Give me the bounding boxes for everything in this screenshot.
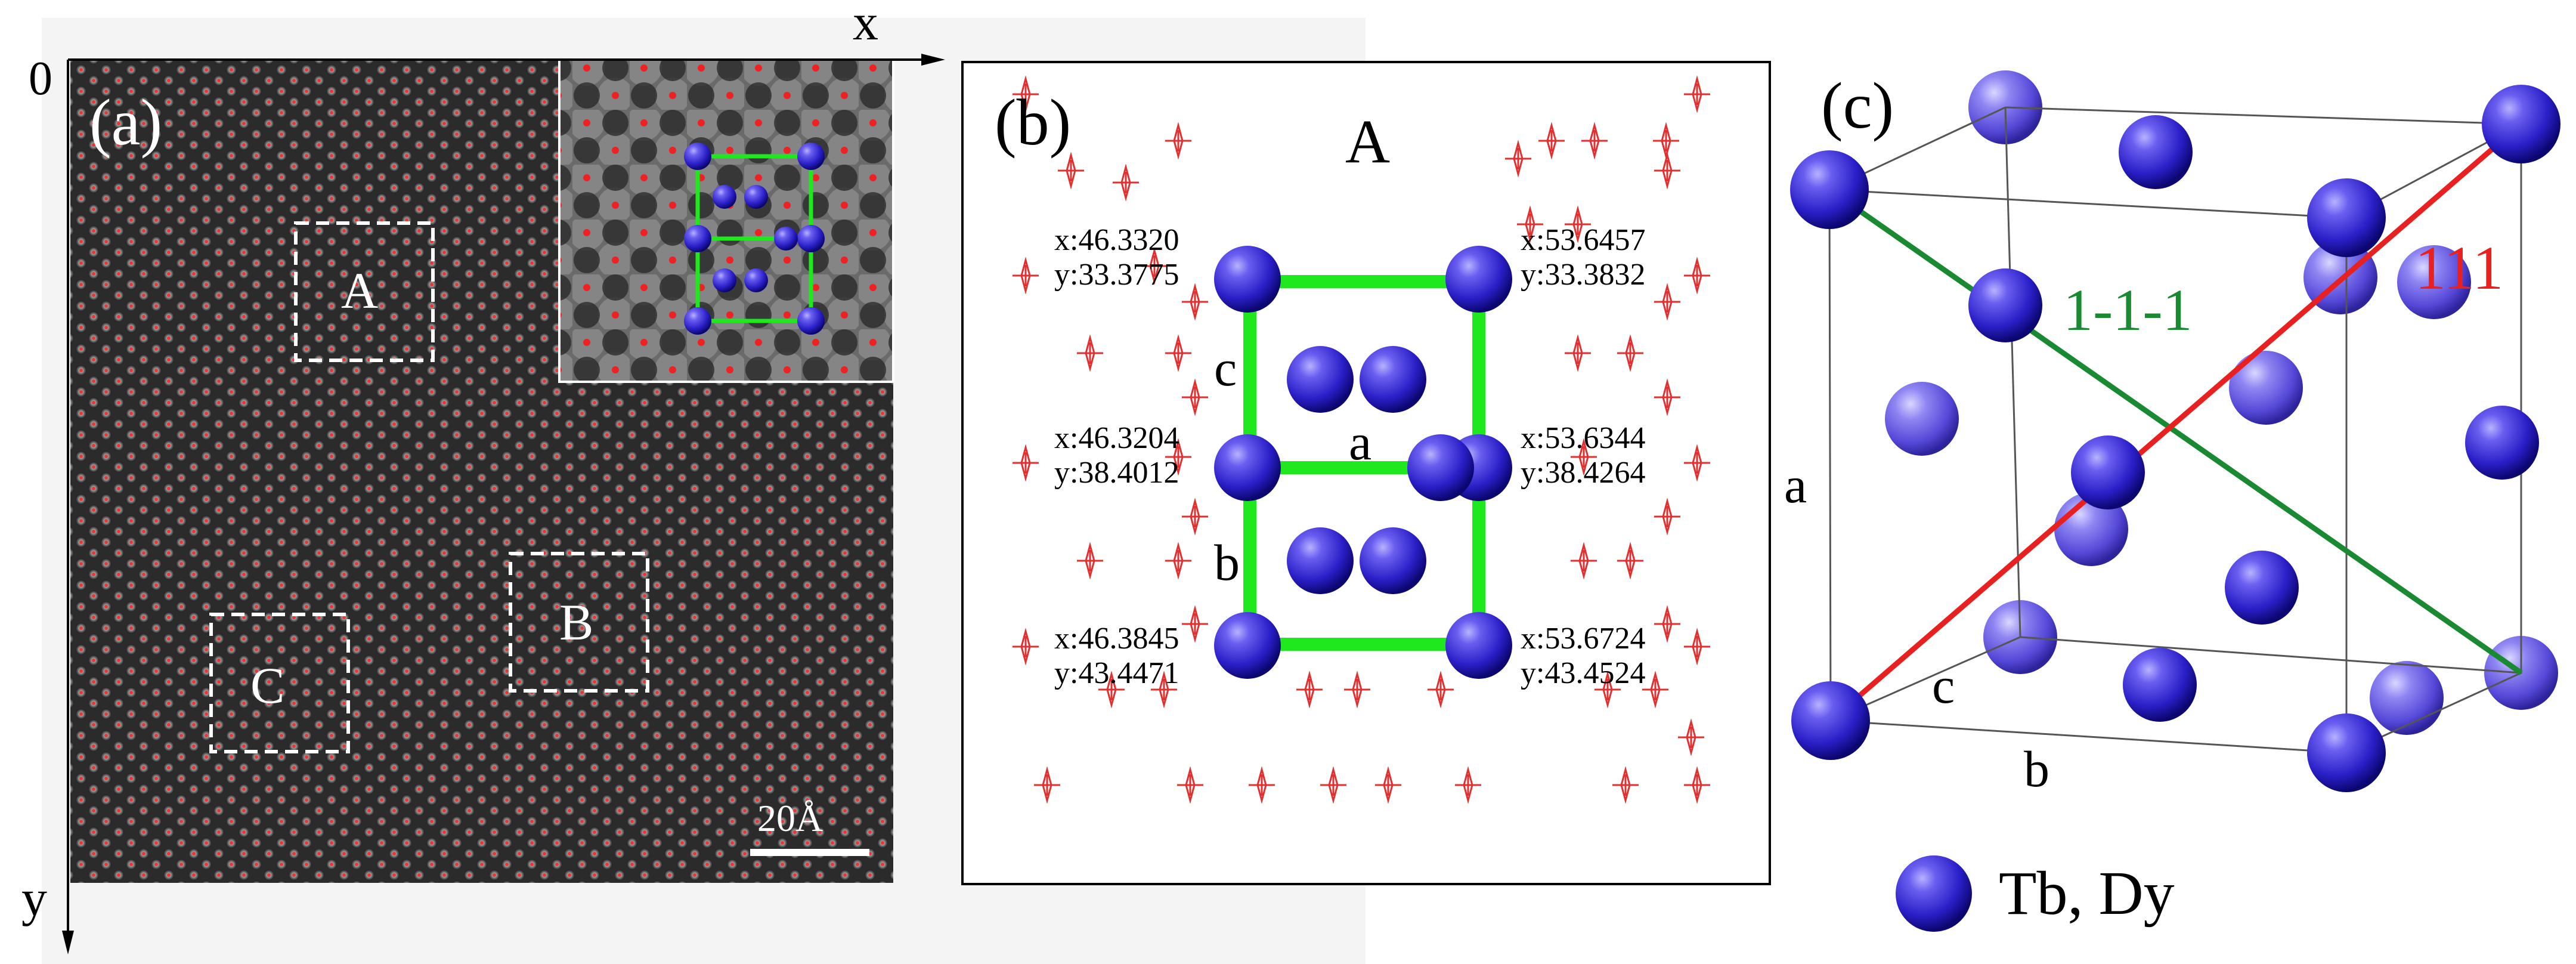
unit-cell-detail <box>1013 75 1710 804</box>
scale-bar <box>750 849 869 856</box>
peak-marker <box>1684 628 1710 666</box>
peak-marker <box>1654 605 1680 643</box>
peak-marker <box>1538 122 1565 160</box>
peak-marker <box>1455 766 1481 804</box>
peak-marker <box>1182 498 1208 536</box>
peak-marker <box>1565 205 1591 243</box>
peak-marker <box>1684 257 1710 295</box>
peak-marker <box>1517 205 1543 243</box>
crystal-structure <box>1790 70 2560 932</box>
edge-label-a: a <box>1784 456 1807 514</box>
peak-marker <box>1612 766 1639 804</box>
peak-markers <box>1013 75 1710 804</box>
diag-green-label: 1-1-1 <box>2063 277 2193 343</box>
peak-marker <box>1571 542 1597 580</box>
peak-marker <box>1581 122 1608 160</box>
region-c-label: C <box>250 657 285 714</box>
peak-marker <box>1654 152 1680 190</box>
panel-a: 0 x y (a) A B C 20Å <box>0 0 1366 964</box>
lattice-label-c: c <box>1214 339 1237 397</box>
panel-a-label: (a) <box>89 86 163 159</box>
peak-marker <box>1182 605 1208 643</box>
panel-c-label: (c) <box>1821 69 1894 142</box>
axis-y-label: y <box>21 869 47 926</box>
peak-marker <box>1013 628 1039 666</box>
peak-marker <box>1013 444 1039 482</box>
peak-marker <box>1375 766 1401 804</box>
edge-label-c: c <box>1932 657 1955 714</box>
peak-marker <box>1654 498 1680 536</box>
peak-marker <box>1177 766 1203 804</box>
panel-c: (c) 1-1-1 111 a c b Tb, Dy <box>1783 0 2576 964</box>
peak-marker <box>1098 671 1125 709</box>
peak-marker <box>1013 257 1039 295</box>
stem-image <box>62 54 945 954</box>
inset-unit-cell <box>684 143 825 335</box>
axis-origin-label: 0 <box>29 52 52 105</box>
lattice-label-a: a <box>1349 413 1372 471</box>
peak-marker <box>1684 766 1710 804</box>
peak-marker <box>1113 163 1139 202</box>
diagonal-1-1-1 <box>1828 187 2523 675</box>
back-atoms <box>1885 70 2558 735</box>
peak-marker <box>1182 378 1208 416</box>
legend-text: Tb, Dy <box>1999 859 2175 928</box>
peak-marker <box>1165 438 1191 476</box>
peak-marker <box>1344 671 1370 709</box>
peak-marker <box>1684 75 1710 113</box>
front-atoms <box>1790 85 2560 792</box>
region-a-box <box>294 221 435 362</box>
axis-x-label: x <box>853 0 878 51</box>
region-a-label: A <box>341 262 379 319</box>
peak-marker <box>1182 283 1208 321</box>
peak-marker <box>1034 766 1060 804</box>
peak-marker <box>1654 283 1680 321</box>
peak-marker <box>1320 766 1346 804</box>
peak-marker <box>1058 152 1084 190</box>
lattice-label-b: b <box>1214 534 1240 591</box>
peak-marker <box>1642 671 1668 709</box>
peak-marker <box>1594 671 1621 709</box>
region-b-label: B <box>559 594 594 651</box>
peak-marker <box>1249 766 1275 804</box>
region-c-box <box>209 613 350 753</box>
atoms <box>1214 246 1512 679</box>
peak-marker <box>1571 438 1597 476</box>
peak-marker <box>1654 378 1680 416</box>
peak-marker <box>1678 718 1704 756</box>
diag-red-label: 111 <box>2415 234 2504 302</box>
peak-marker <box>1428 671 1454 709</box>
edge-label-b: b <box>2024 740 2049 798</box>
panel-b-title: A <box>1345 107 1391 176</box>
peak-marker <box>1013 75 1039 113</box>
peak-marker <box>1684 444 1710 482</box>
peak-marker <box>1077 334 1103 372</box>
peak-marker <box>1653 122 1679 160</box>
peak-marker <box>1617 334 1643 372</box>
peak-marker <box>1296 671 1323 709</box>
scale-bar-label: 20Å <box>757 797 823 839</box>
peak-marker <box>1565 334 1591 372</box>
inset-image <box>558 58 894 383</box>
peak-marker <box>1165 334 1191 372</box>
peak-marker <box>1151 671 1177 709</box>
diagonal-111 <box>1829 122 2523 723</box>
region-b-box <box>509 552 649 693</box>
peak-marker <box>1165 122 1191 160</box>
peak-marker <box>1165 542 1191 580</box>
peak-marker <box>1505 140 1531 178</box>
panel-b-label: (b) <box>995 86 1072 159</box>
legend-atom <box>1896 855 1972 932</box>
peak-marker <box>1617 542 1643 580</box>
peak-marker <box>1141 247 1168 285</box>
peak-marker <box>1077 542 1103 580</box>
